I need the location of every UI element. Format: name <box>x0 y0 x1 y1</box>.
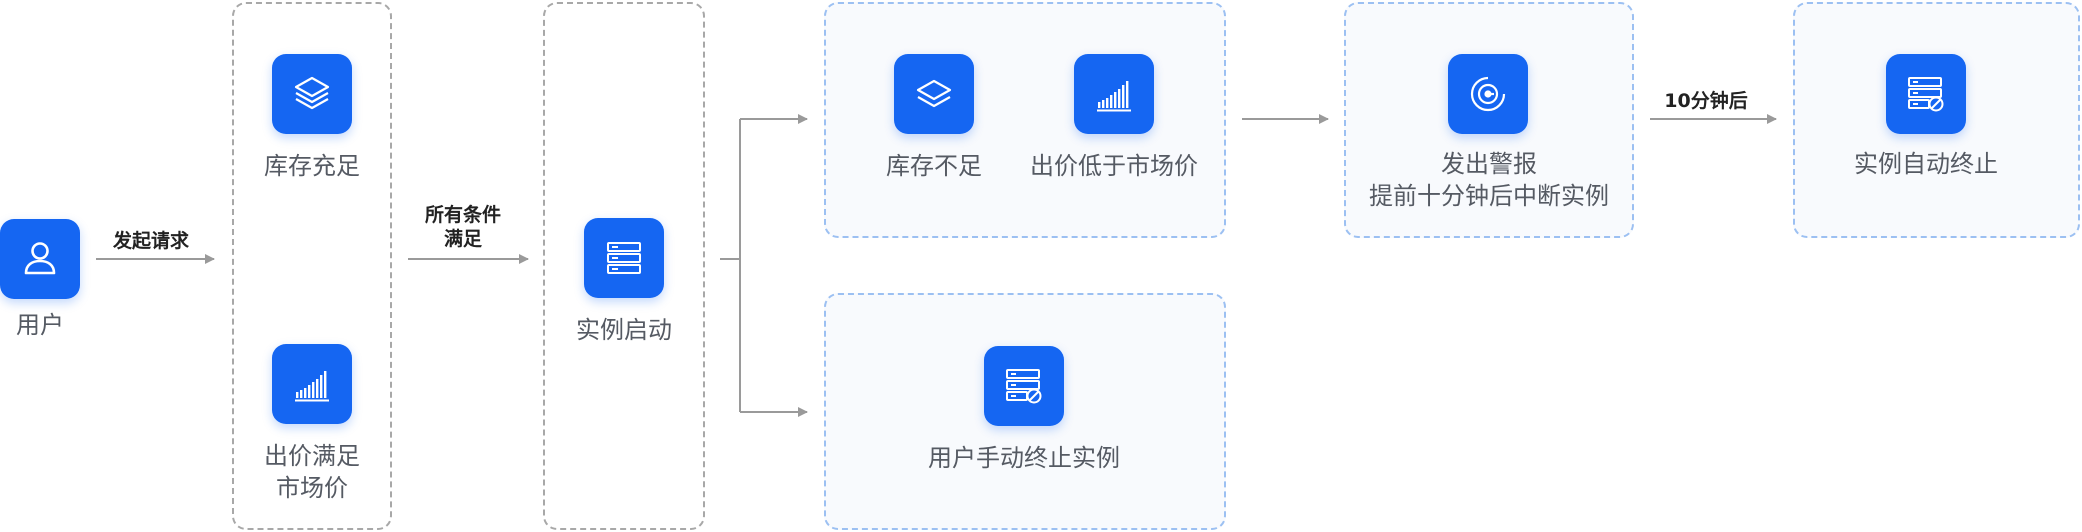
bid-below-market-label: 出价低于市场价 <box>1030 152 1198 180</box>
stock-sufficient-label: 库存充足 <box>264 152 360 180</box>
user-icon <box>0 219 80 299</box>
alert-label-line1: 发出警报 <box>1441 150 1537 178</box>
layers-icon <box>894 54 974 134</box>
user-label: 用户 <box>16 311 64 339</box>
bar-chart-icon <box>1074 54 1154 134</box>
instance-start-label: 实例启动 <box>576 316 672 344</box>
manual-terminate-label: 用户手动终止实例 <box>928 444 1120 472</box>
server-icon <box>584 218 664 298</box>
bar-chart-icon <box>272 344 352 424</box>
interrupt-causes-group-box <box>824 2 1226 238</box>
edge-label-all-conditions-line1: 所有条件 <box>424 204 502 226</box>
instance-start-group-box <box>543 2 705 530</box>
edge-label-after-10min: 10分钟后 <box>1664 90 1748 112</box>
bid-meets-label-line2: 市场价 <box>276 474 348 502</box>
alert-label-line2: 提前十分钟后中断实例 <box>1369 182 1609 210</box>
layers-icon <box>272 54 352 134</box>
server-ban-icon <box>1886 54 1966 134</box>
bid-meets-label-line1: 出价满足 <box>264 442 360 470</box>
edge-label-all-conditions-line2: 满足 <box>443 228 483 250</box>
stock-insufficient-label: 库存不足 <box>886 152 982 180</box>
edge-label-send-request: 发起请求 <box>112 230 190 252</box>
conditions-group-box <box>232 2 392 530</box>
alert-target-icon <box>1448 54 1528 134</box>
auto-terminate-label: 实例自动终止 <box>1854 150 1998 178</box>
server-ban-icon <box>984 346 1064 426</box>
